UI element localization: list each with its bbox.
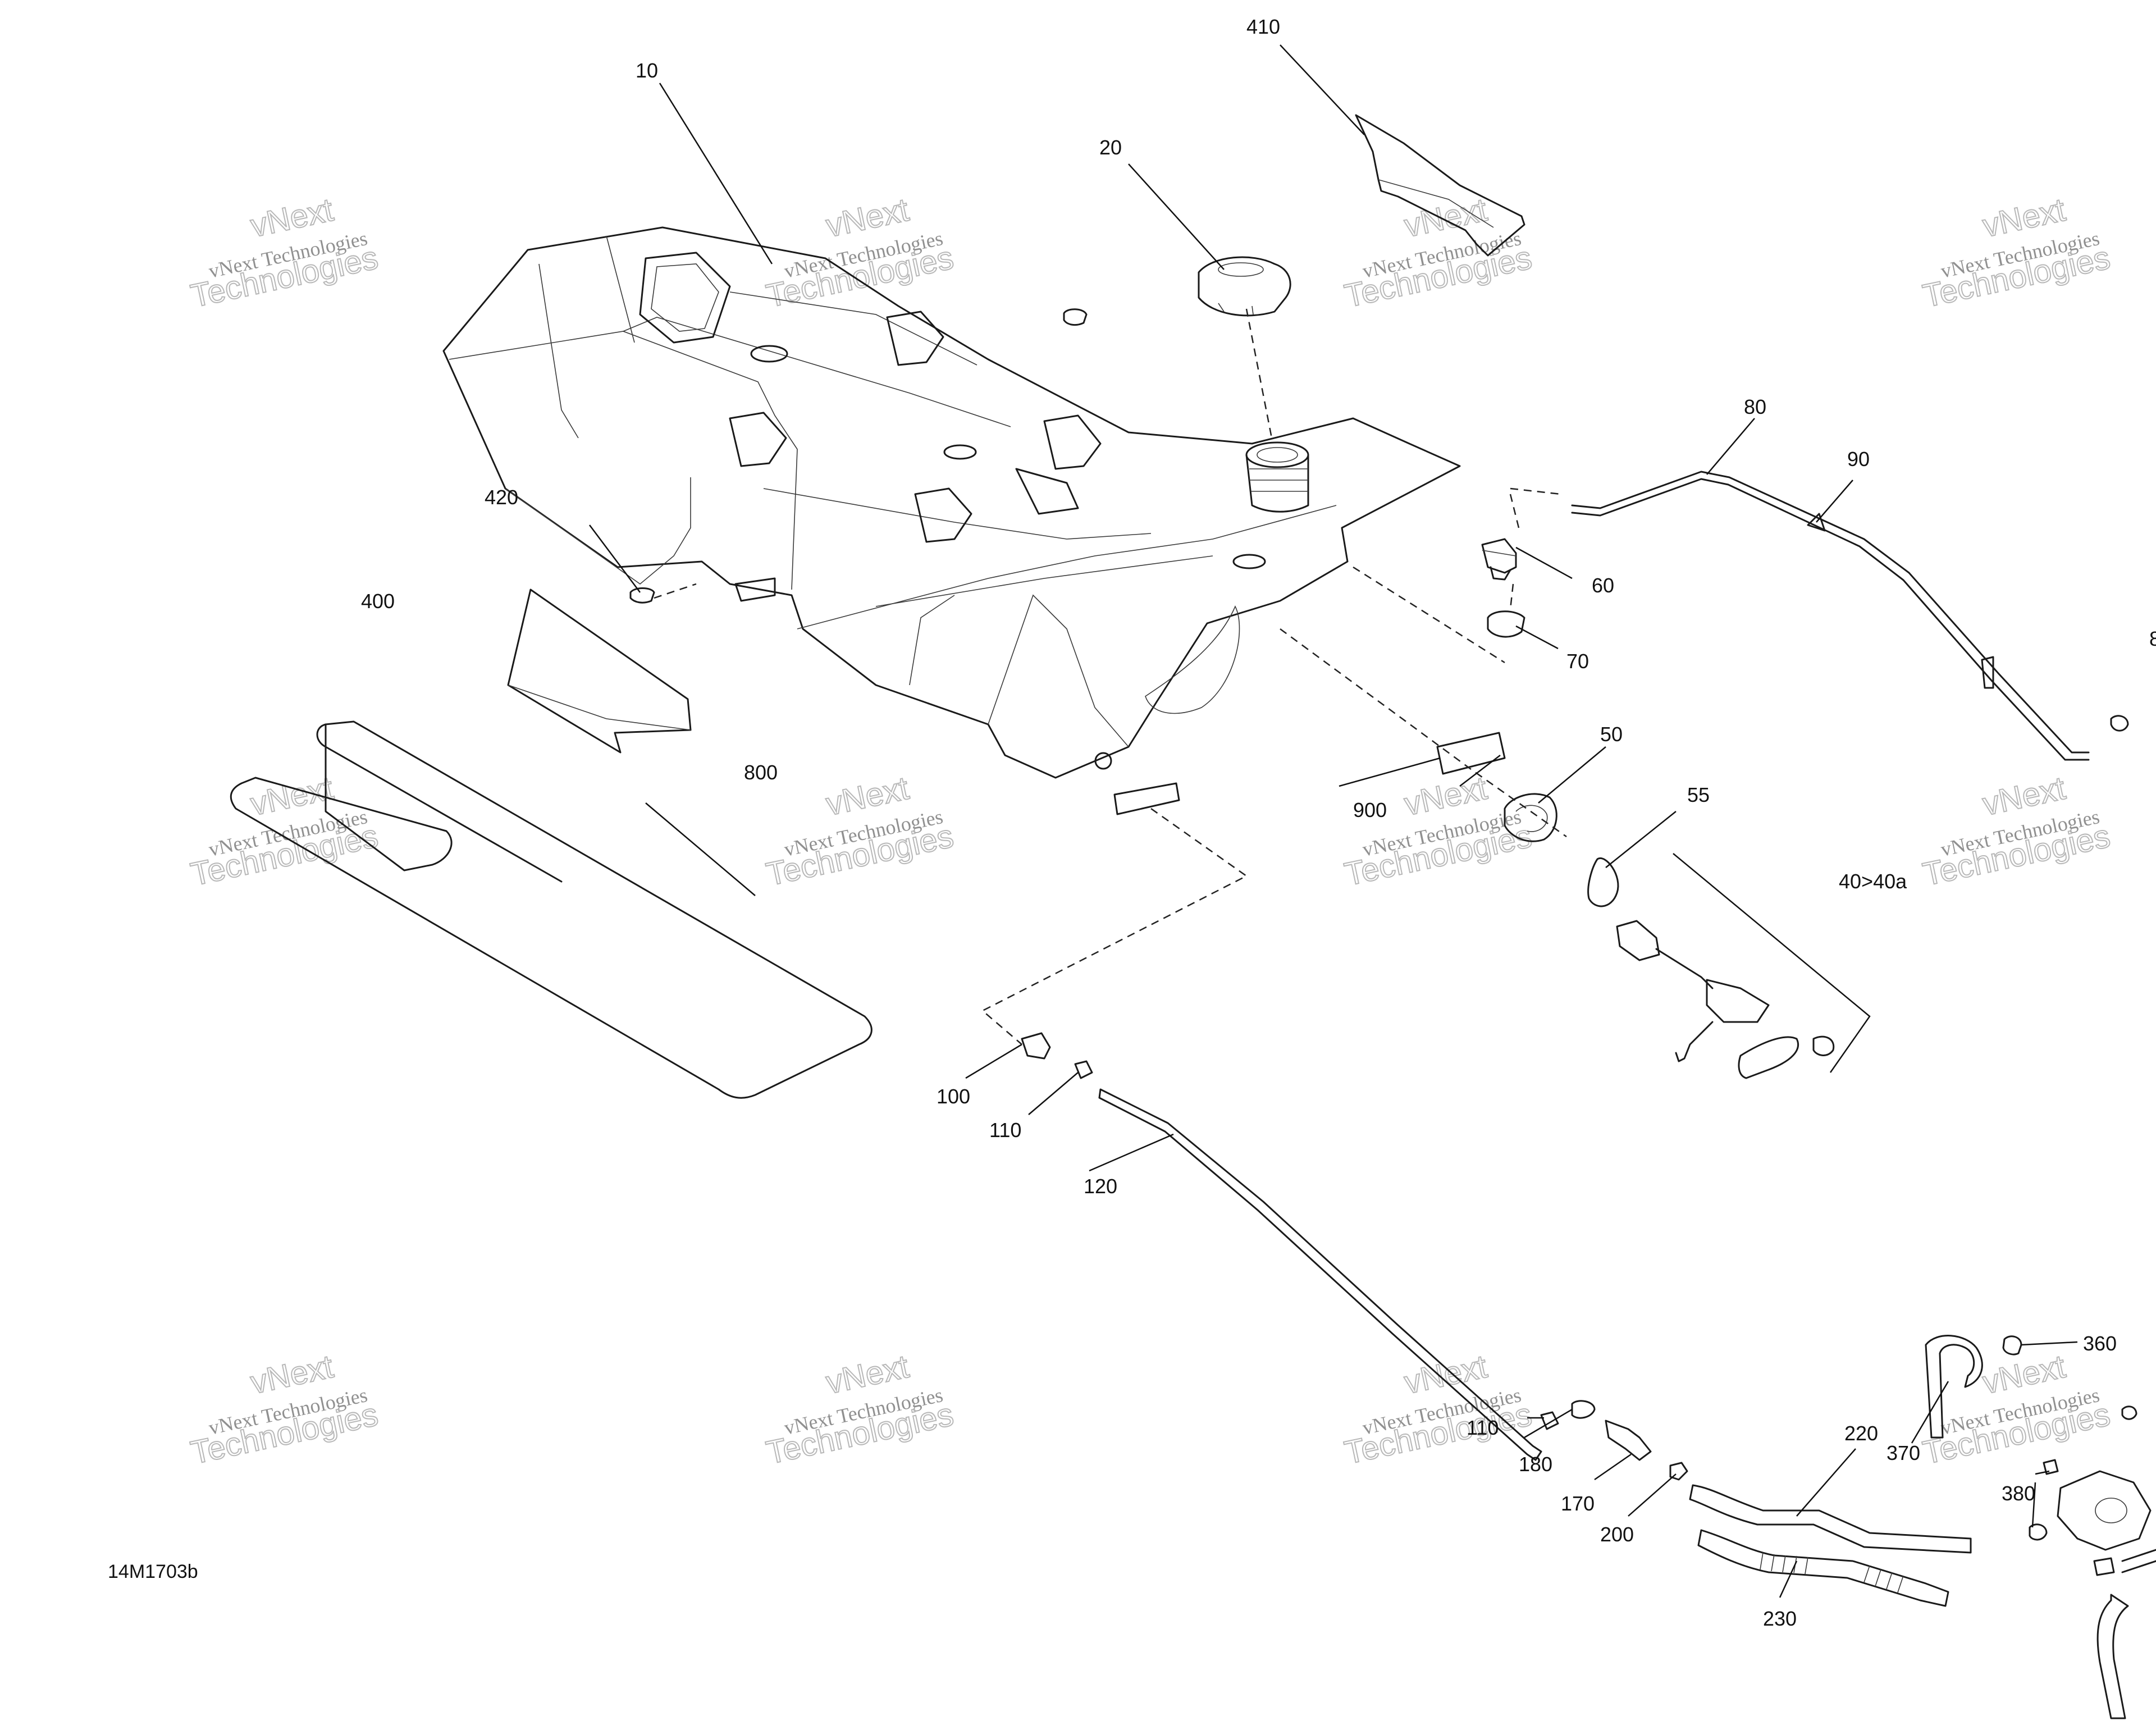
valve-60 bbox=[1481, 538, 1517, 581]
watermark: vNext vNext Technologies Technologies bbox=[1341, 1348, 1536, 1472]
figure-id: 14M1703b bbox=[108, 1561, 198, 1582]
watermark: vNext vNext Technologies Technologies bbox=[1341, 769, 1536, 893]
callout-230: 230 bbox=[1763, 1607, 1797, 1630]
watermark: vNext vNext Technologies Technologies bbox=[1919, 769, 2114, 893]
watermark: vNext vNext Technologies Technologies bbox=[1919, 191, 2114, 315]
watermark: vNext vNext Technologies Technologies bbox=[187, 769, 382, 893]
callout-20: 20 bbox=[1099, 136, 1122, 159]
hose-120 bbox=[1098, 1088, 1542, 1461]
fuel-valve-380 bbox=[2029, 1405, 2152, 1576]
watermark: vNext vNext Technologies Technologies bbox=[187, 191, 382, 315]
callout-100: 100 bbox=[937, 1085, 970, 1108]
callout-220: 220 bbox=[1844, 1422, 1878, 1445]
cap-360 bbox=[2002, 1335, 2022, 1356]
callout-380: 380 bbox=[2002, 1482, 2035, 1505]
rubber-plug bbox=[1063, 308, 1088, 326]
callout-110b: 110 bbox=[1467, 1416, 1499, 1439]
decal-800 bbox=[230, 720, 873, 1099]
hose-230 bbox=[1697, 1529, 1949, 1607]
hose-right bbox=[2121, 1549, 2156, 1573]
fuel-pump-40 bbox=[1616, 853, 1871, 1079]
callout-120: 120 bbox=[1084, 1175, 1117, 1198]
callout-800: 800 bbox=[744, 761, 778, 784]
fuel-tank bbox=[442, 226, 1461, 779]
pad-900 bbox=[1436, 732, 1506, 775]
vent-tube-80 bbox=[1571, 471, 2129, 761]
watermark: vNext vNext Technologies Technologies bbox=[1341, 191, 1536, 315]
callout-370: 370 bbox=[1886, 1441, 1920, 1464]
alignment-lines bbox=[654, 308, 1567, 1045]
hose-bottom bbox=[2096, 1594, 2129, 1719]
hose-370 bbox=[1925, 1335, 1983, 1439]
rubber-plug-420 bbox=[629, 587, 655, 604]
fitting-170 bbox=[1605, 1420, 1652, 1461]
heat-shield-410 bbox=[1355, 114, 1525, 257]
callout-420: 420 bbox=[485, 486, 518, 509]
callout-170: 170 bbox=[1561, 1492, 1595, 1515]
callout-180: 180 bbox=[1519, 1453, 1552, 1476]
callout-900: 900 bbox=[1353, 798, 1387, 822]
callout-10: 10 bbox=[636, 59, 658, 82]
callout-200: 200 bbox=[1600, 1523, 1634, 1546]
callout-70: 70 bbox=[1566, 650, 1589, 673]
callout-60: 60 bbox=[1592, 574, 1614, 597]
nut-200 bbox=[1669, 1462, 1688, 1481]
protector-400 bbox=[507, 588, 692, 754]
pad bbox=[1113, 782, 1180, 815]
callout-labels: 10 20 410 420 400 800 80 90 60 70 50 900… bbox=[361, 15, 2156, 1630]
callout-50: 50 bbox=[1600, 723, 1623, 746]
watermark: vNext vNext Technologies Technologies bbox=[762, 1348, 957, 1472]
gasket-55 bbox=[1587, 857, 1619, 907]
callout-400: 400 bbox=[361, 590, 395, 613]
callout-80: 80 bbox=[1744, 395, 1766, 418]
bracket bbox=[2043, 1459, 2059, 1475]
fitting-100 bbox=[1021, 1032, 1051, 1060]
lock-ring-50 bbox=[1504, 793, 1557, 842]
watermark: vNext vNext Technologies Technologies bbox=[1919, 1348, 2114, 1472]
callout-110: 110 bbox=[989, 1119, 1021, 1142]
callout-360: 360 bbox=[2083, 1332, 2117, 1355]
washer-180 bbox=[1571, 1400, 1596, 1419]
callout-90: 90 bbox=[1847, 448, 1870, 471]
callout-55: 55 bbox=[1687, 783, 1710, 806]
callout-8: 8 bbox=[2149, 627, 2156, 650]
clamp-110 bbox=[1074, 1060, 1093, 1079]
callout-40-40a: 40>40a bbox=[1839, 870, 1907, 893]
callout-410: 410 bbox=[1246, 15, 1280, 38]
gas-cap bbox=[1198, 256, 1291, 317]
grommet-70 bbox=[1487, 610, 1525, 638]
watermark: vNext vNext Technologies Technologies bbox=[187, 1348, 382, 1472]
clamp-110b bbox=[1540, 1411, 1559, 1430]
hose-220 bbox=[1689, 1484, 1972, 1554]
watermark: vNext vNext Technologies Technologies bbox=[762, 769, 957, 893]
leader-lines bbox=[589, 44, 2078, 1598]
